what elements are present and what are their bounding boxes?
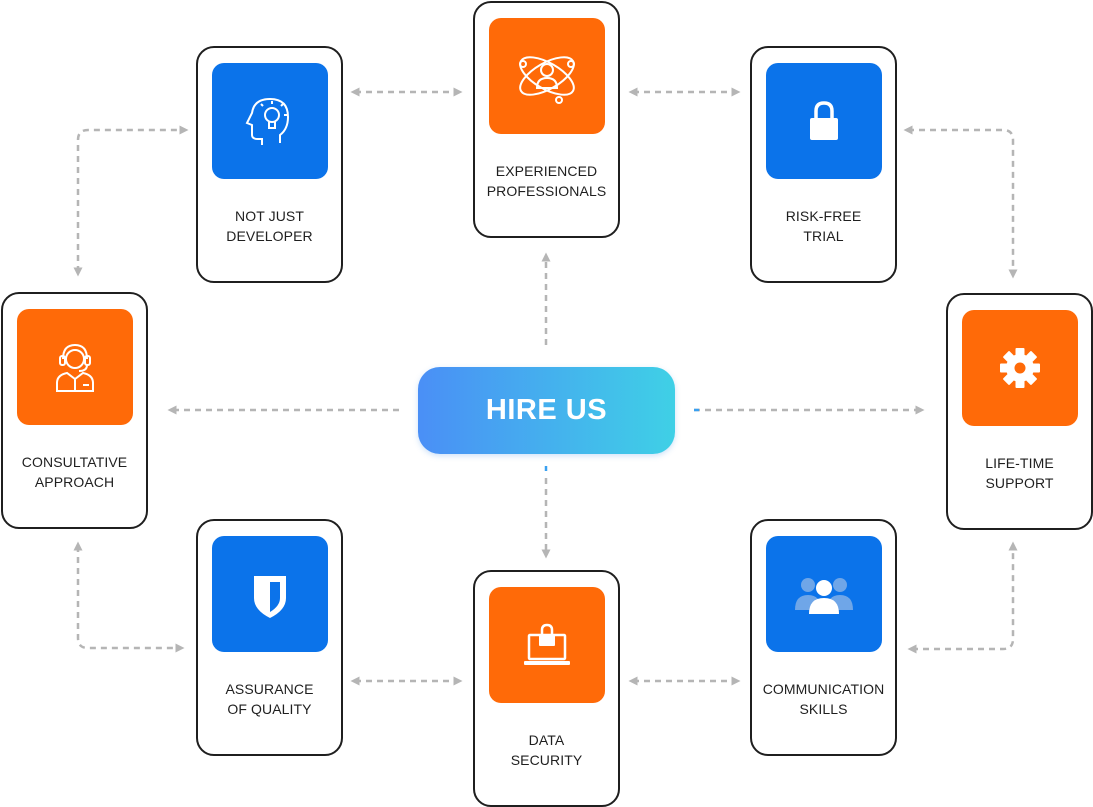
- card-consultative-approach: CONSULTATIVE APPROACH: [1, 292, 148, 529]
- connector-consultative-developer: [73, 125, 189, 277]
- connector-consultative-assurance: [73, 541, 185, 653]
- icon-tile: [766, 536, 882, 652]
- shield-icon: [254, 576, 286, 618]
- head-lightbulb-icon: [245, 97, 290, 145]
- card-life-time-support: LIFE-TIME SUPPORT: [946, 293, 1093, 530]
- icon-tile: [212, 63, 328, 179]
- card-assurance-of-quality: ASSURANCE OF QUALITY: [196, 519, 343, 756]
- card-label: DATA SECURITY: [510, 732, 583, 768]
- icon-tile: [212, 536, 328, 652]
- card-label: LIFE-TIME SUPPORT: [985, 455, 1054, 491]
- card-label: ASSURANCE OF QUALITY: [225, 681, 314, 717]
- laptop-lock-icon: [524, 623, 570, 665]
- card-label: NOT JUST DEVELOPER: [226, 208, 313, 244]
- card-label: COMMUNICATION SKILLS: [762, 681, 885, 717]
- icon-tile: [489, 18, 605, 134]
- icon-tile: [489, 587, 605, 703]
- icon-tile: [766, 63, 882, 179]
- card-data-security: DATA SECURITY: [473, 570, 620, 807]
- card-label: RISK-FREE TRIAL: [785, 208, 862, 244]
- gear-icon: [1000, 348, 1040, 388]
- card-label: EXPERIENCED PROFESSIONALS: [486, 163, 607, 199]
- connector-communication-lifetime: [907, 541, 1018, 654]
- card-experienced-professionals: EXPERIENCED PROFESSIONALS: [473, 1, 620, 238]
- card-communication-skills: COMMUNICATION SKILLS: [750, 519, 897, 756]
- headset-agent-icon: [56, 343, 94, 392]
- lock-icon: [810, 101, 838, 140]
- group-users-icon: [795, 578, 853, 614]
- card-not-just-developer: NOT JUST DEVELOPER: [196, 46, 343, 283]
- card-risk-free-trial: RISK-FREE TRIAL: [750, 46, 897, 283]
- hire-us-button[interactable]: HIRE US: [418, 367, 675, 454]
- atom-professional-icon: [519, 56, 575, 104]
- icon-tile: [962, 310, 1078, 426]
- connector-riskfree-lifetime: [903, 125, 1018, 279]
- icon-tile: [17, 309, 133, 425]
- card-label: CONSULTATIVE APPROACH: [21, 454, 128, 490]
